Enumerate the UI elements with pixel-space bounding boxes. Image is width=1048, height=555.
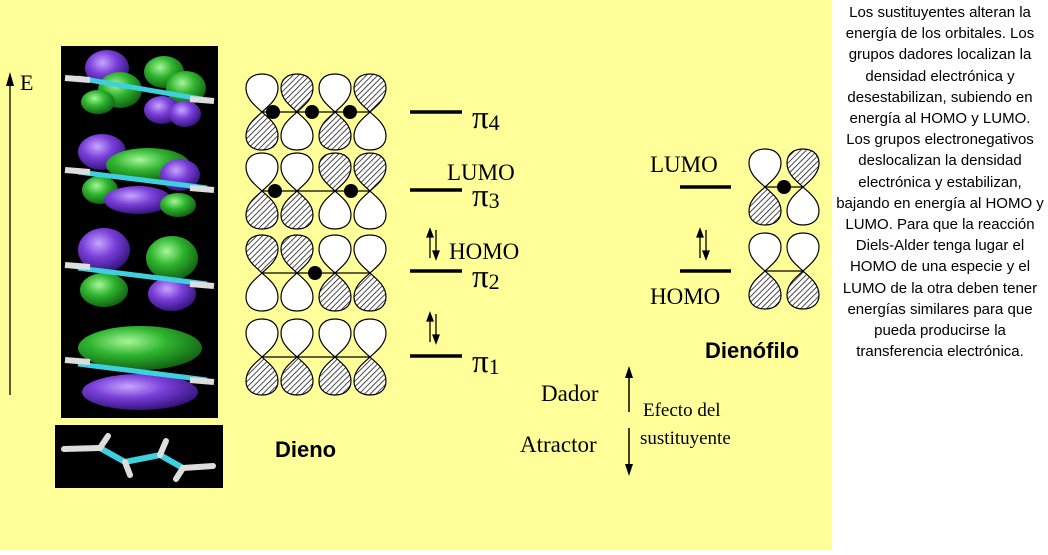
- dienophile-lumo-orbital: [748, 148, 820, 226]
- butadiene-molecule-model: [55, 425, 223, 488]
- p-lobe-bottom: [280, 190, 314, 230]
- p-lobe-bottom: [245, 111, 279, 151]
- p-lobe-bottom: [786, 270, 820, 310]
- node-dot: [343, 105, 357, 119]
- diene-p-orbitals: [245, 73, 387, 396]
- p-lobe-top: [280, 73, 314, 113]
- diene-homo-label: HOMO: [449, 239, 519, 264]
- pi1-electron-pair: [426, 311, 440, 345]
- diene-orbital-row: [245, 152, 387, 230]
- efecto-line1: Efecto del: [643, 400, 721, 421]
- p-lobe-top: [245, 234, 279, 274]
- orbital-diagram: E: [6, 46, 820, 488]
- pi3-label: π3: [472, 178, 500, 214]
- homo-electron-pair: [426, 227, 440, 261]
- p-lobe-top: [280, 234, 314, 274]
- pi2-label: π2: [472, 259, 500, 295]
- energy-axis: E: [6, 70, 33, 395]
- p-lobe-top: [353, 152, 387, 192]
- dieno-label: Dieno: [275, 437, 336, 462]
- p-lobe-bottom: [245, 356, 279, 396]
- node-dot: [777, 180, 791, 194]
- p-lobe-top: [318, 152, 352, 192]
- substituent-effect: Dador Atractor Efecto del sustituyente: [520, 366, 731, 476]
- render-pi4: [64, 50, 215, 127]
- dienophile-p-orbitals: [748, 148, 820, 310]
- p-lobe-bottom: [280, 111, 314, 151]
- atractor-label: Atractor: [520, 432, 597, 457]
- diene-orbital-row: [245, 318, 387, 396]
- dienophile-homo-orbital: [748, 232, 820, 310]
- p-lobe-bottom: [245, 190, 279, 230]
- node-dot: [266, 105, 280, 119]
- pi4-label: π4: [472, 100, 500, 136]
- node-dot: [308, 266, 322, 280]
- p-lobe-bottom: [786, 186, 820, 226]
- render-pi1: [64, 326, 215, 410]
- p-lobe-bottom: [353, 272, 387, 312]
- diagram-canvas: E: [0, 0, 832, 550]
- p-lobe-bottom: [353, 190, 387, 230]
- p-lobe-bottom: [280, 272, 314, 312]
- p-lobe-bottom: [280, 356, 314, 396]
- p-lobe-top: [786, 232, 820, 272]
- explanation-text: Los sustituyentes alteran la energía de …: [836, 4, 1044, 361]
- dador-label: Dador: [541, 381, 599, 406]
- dienophile-homo-label: HOMO: [650, 284, 720, 309]
- render-pi2: [64, 228, 215, 311]
- p-lobe-bottom: [748, 186, 782, 226]
- p-lobe-top: [245, 318, 279, 358]
- p-lobe-bottom: [748, 270, 782, 310]
- diene-orbital-row: [245, 73, 387, 151]
- p-lobe-top: [245, 73, 279, 113]
- p-lobe-bottom: [353, 356, 387, 396]
- p-lobe-top: [318, 234, 352, 274]
- node-dot: [344, 184, 358, 198]
- p-lobe-bottom: [318, 272, 352, 312]
- p-lobe-top: [353, 234, 387, 274]
- p-lobe-top: [318, 73, 352, 113]
- p-lobe-bottom: [353, 111, 387, 151]
- p-lobe-bottom: [318, 111, 352, 151]
- p-lobe-top: [748, 148, 782, 188]
- p-lobe-top: [353, 318, 387, 358]
- dienofilo-label: Dienófilo: [705, 338, 799, 363]
- dienophile-section: LUMO HOMO Dienófilo: [650, 148, 820, 363]
- diene-lumo-label: LUMO: [447, 160, 515, 185]
- p-lobe-top: [353, 73, 387, 113]
- render-pi3: [64, 134, 215, 217]
- diene-energy-levels: π4 π3 π2 π1 LUMO HOMO: [410, 100, 519, 380]
- p-lobe-bottom: [318, 190, 352, 230]
- p-lobe-bottom: [318, 356, 352, 396]
- energy-axis-label: E: [20, 70, 33, 95]
- node-dot: [305, 105, 319, 119]
- p-lobe-top: [318, 318, 352, 358]
- orbital-render-panel: [61, 46, 218, 418]
- diene-orbital-row: [245, 234, 387, 312]
- node-dot: [268, 184, 282, 198]
- dienophile-lumo-label: LUMO: [650, 152, 718, 177]
- p-lobe-top: [786, 148, 820, 188]
- p-lobe-top: [748, 232, 782, 272]
- pi1-label: π1: [472, 344, 500, 380]
- p-lobe-top: [280, 152, 314, 192]
- p-lobe-top: [280, 318, 314, 358]
- efecto-line2: sustituyente: [640, 428, 731, 449]
- p-lobe-top: [245, 152, 279, 192]
- dienophile-electron-pair: [696, 227, 710, 261]
- p-lobe-bottom: [245, 272, 279, 312]
